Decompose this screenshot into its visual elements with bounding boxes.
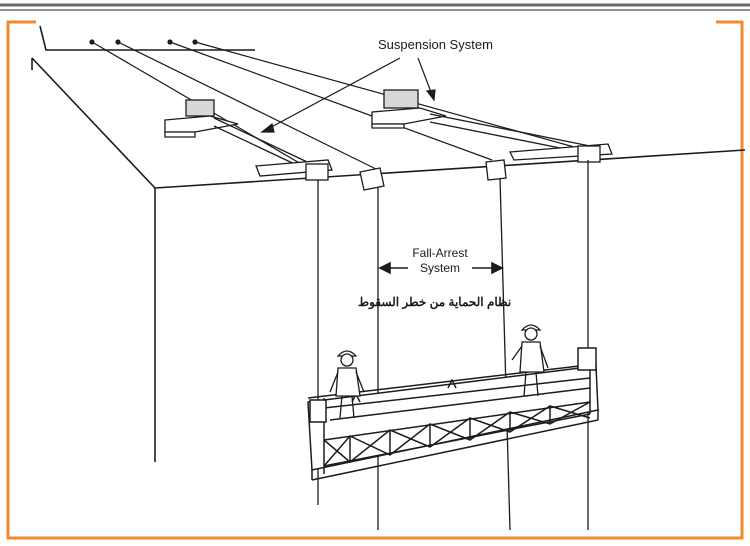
vertical-lines: [317, 160, 589, 531]
suspension-callout-arrows: [260, 57, 436, 133]
worker-left: [329, 350, 365, 419]
suspension-system-label: Suspension System: [378, 37, 493, 52]
fall-arrest-label: Fall-Arrest System: [396, 246, 484, 276]
left-outrigger: [164, 99, 333, 181]
right-outrigger: [371, 89, 613, 163]
arabic-caption: نظام الحماية من خطر السقوط: [358, 295, 512, 309]
worker-right: [511, 324, 549, 397]
fall-arrest-arrows: [378, 261, 504, 275]
scaffold-platform: [307, 347, 599, 481]
fall-arrest-label-line2: System: [419, 261, 460, 275]
building-outline: [31, 25, 746, 462]
orange-frame: [6, 20, 744, 540]
top-rule: [0, 3, 750, 11]
fall-arrest-label-line1: Fall-Arrest: [412, 246, 468, 260]
parapet-hooks: [359, 159, 507, 191]
